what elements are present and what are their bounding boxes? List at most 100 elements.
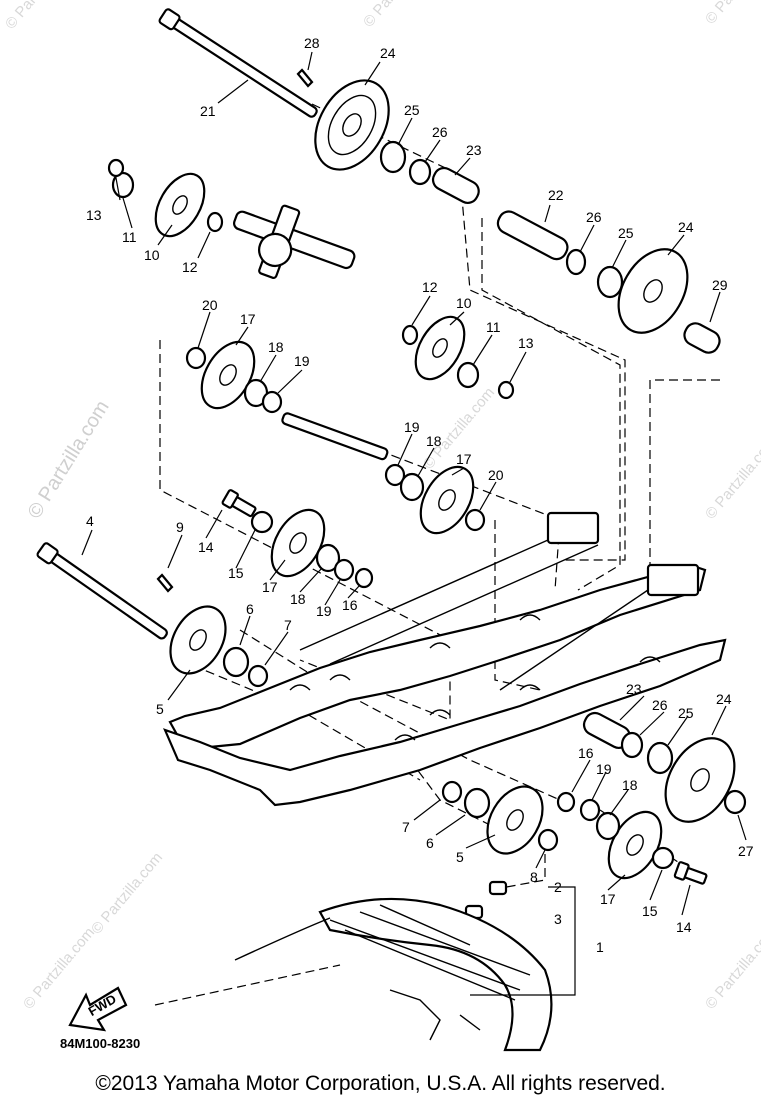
callout-bracket-1-3 [470, 886, 576, 996]
callout-22: 22 [548, 187, 564, 203]
callout-18-c: 18 [290, 591, 306, 607]
spacer-8 [537, 828, 559, 852]
copyright-notice: ©2013 Yamaha Motor Corporation, U.S.A. A… [95, 1072, 666, 1095]
callout-2: 2 [554, 879, 562, 895]
bushing-12-left [206, 211, 224, 233]
cotter-pin-9 [156, 573, 174, 593]
callout-28: 28 [304, 35, 320, 51]
nut-27 [723, 789, 747, 815]
callout-17-a: 17 [240, 311, 256, 327]
callout-23-top: 23 [466, 142, 482, 158]
wheels [154, 79, 736, 880]
callout-23-bottom: 23 [626, 681, 642, 697]
watermark-diagonal: © Partzilla.com [24, 397, 114, 523]
nut-13-right [497, 380, 515, 400]
callout-10-left: 10 [144, 247, 160, 263]
collar-29 [683, 322, 721, 354]
callout-9: 9 [176, 519, 184, 535]
callout-19-a: 19 [294, 353, 310, 369]
callout-24-bottom: 24 [716, 691, 732, 707]
clip-26-bottom [620, 731, 644, 759]
callout-4: 4 [86, 513, 94, 529]
clip-19-b [384, 463, 406, 487]
callout-19-d: 19 [596, 761, 612, 777]
washer-15-b [651, 846, 675, 870]
bolt-14-b [673, 861, 708, 885]
callout-10-right: 10 [456, 295, 472, 311]
clip-19-d [579, 798, 601, 822]
wheel-5-a [169, 605, 227, 675]
bearing-25-top [379, 140, 407, 174]
callout-25-bottom: 25 [678, 705, 694, 721]
bearing-11-right [456, 361, 480, 389]
cotter-pin-28 [296, 68, 314, 88]
callout-15-b: 15 [642, 903, 658, 919]
bearing-6-b [463, 787, 491, 819]
watermark-corner-2: © Partzilla.com [360, 0, 438, 31]
callout-26-top: 26 [432, 124, 448, 140]
clip-7-b [441, 780, 463, 804]
left-slide-rail [168, 563, 707, 750]
bearing-18-d [595, 811, 621, 841]
callout-16-a: 16 [342, 597, 358, 613]
watermark-bottom-mid: © Partzilla.com [88, 849, 166, 937]
callout-25-right: 25 [618, 225, 634, 241]
callout-12-left: 12 [182, 259, 198, 275]
nut-13-left [107, 158, 125, 178]
callout-25-top: 25 [404, 102, 420, 118]
callout-7-a: 7 [284, 617, 292, 633]
diagram-code: 84M100-8230 [60, 1036, 140, 1051]
rail-bracket-left [546, 511, 600, 545]
callout-3: 3 [554, 911, 562, 927]
callout-12-right: 12 [422, 279, 438, 295]
watermark-bottom-right: © Partzilla.com [702, 924, 761, 1012]
watermark-right: © Partzilla.com [702, 434, 761, 522]
callouts: 2 1 28 24 25 26 23 13 11 10 12 22 26 25 2… [86, 35, 754, 955]
rail-bracket-right [646, 563, 700, 597]
collar-22 [496, 210, 569, 261]
callout-8: 8 [530, 869, 538, 885]
bolt-14-a [221, 489, 257, 518]
callout-26-right: 26 [586, 209, 602, 225]
collar-20-b [464, 508, 486, 532]
callout-17-c: 17 [262, 579, 278, 595]
callout-17-d: 17 [600, 891, 616, 907]
callout-1: 1 [596, 939, 604, 955]
idler-wheel-24-top [314, 79, 390, 171]
wheel-17-c [270, 508, 326, 578]
callout-14-b: 14 [676, 919, 692, 935]
callout-18-b: 18 [426, 433, 442, 449]
callout-19-c: 19 [316, 603, 332, 619]
callout-14-a: 14 [198, 539, 214, 555]
callout-19-b: 19 [404, 419, 420, 435]
callout-16-b: 16 [578, 745, 594, 761]
callout-18-a: 18 [268, 339, 284, 355]
clip-7-a [247, 664, 269, 688]
callout-18-d: 18 [622, 777, 638, 793]
bearing-6-a [222, 646, 250, 678]
clip-19-a [261, 390, 283, 414]
callout-20-a: 20 [202, 297, 218, 313]
callout-11-left: 11 [122, 229, 137, 245]
callout-13-left: 13 [86, 207, 102, 223]
right-slide-rail [163, 638, 727, 807]
small-parts [107, 68, 747, 920]
collar-20-a [185, 346, 207, 370]
bearing-25-bottom [646, 741, 674, 775]
idler-wheel-24-bottom [664, 737, 736, 823]
track-1 [234, 897, 553, 1052]
shaft-21 [158, 8, 318, 118]
slide-rail-assembly [163, 511, 727, 807]
callout-27: 27 [738, 843, 754, 859]
clip-26-top [408, 158, 432, 186]
clip-16-a [354, 567, 374, 589]
callout-17-b: 17 [456, 451, 472, 467]
callout-6-a: 6 [246, 601, 254, 617]
callout-15-a: 15 [228, 565, 244, 581]
callout-5-a: 5 [156, 701, 164, 717]
callout-7-b: 7 [402, 819, 410, 835]
wheel-17-b [419, 465, 475, 535]
wheel-10-left [154, 172, 206, 238]
clip-26-right [565, 248, 587, 276]
